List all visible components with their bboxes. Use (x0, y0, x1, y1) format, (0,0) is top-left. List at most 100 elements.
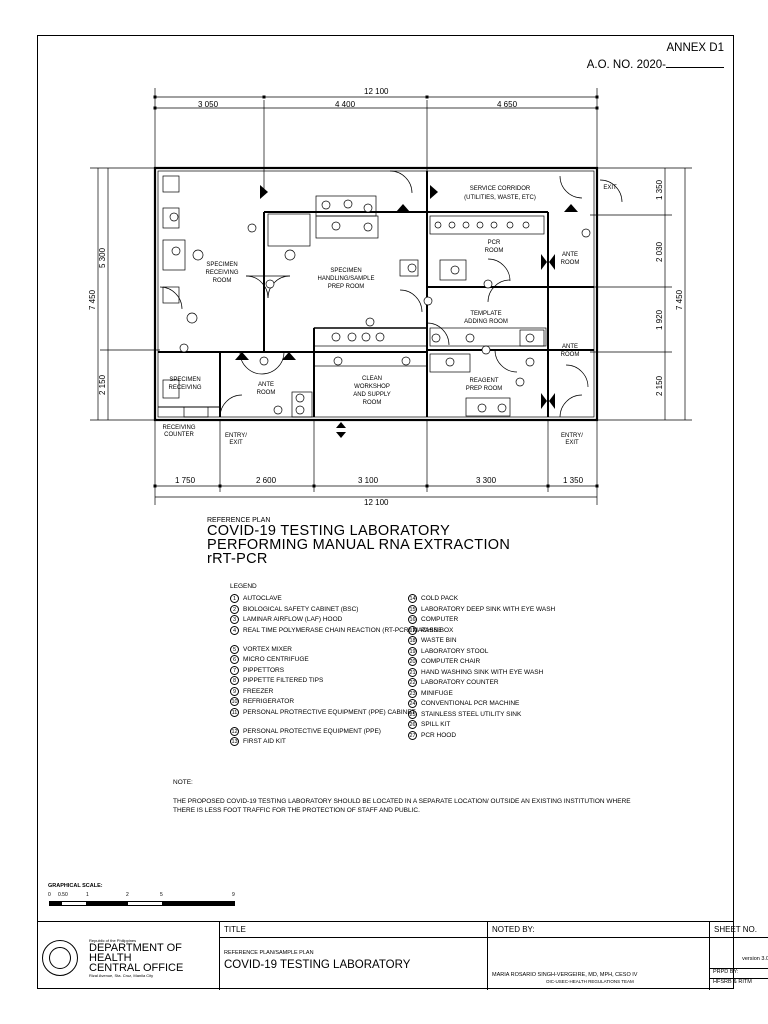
top-total-dim: 12 100 (364, 87, 389, 96)
legend-text: CONVENTIONAL PCR MACHINE (421, 700, 520, 707)
equipment-symbols (169, 199, 591, 415)
legend-symbol-icon: 14 (408, 594, 417, 603)
template-adding-l1: TEMPLATE (470, 311, 501, 317)
legend-text: REAL TIME POLYMERASE CHAIN REACTION (RT-… (243, 626, 443, 634)
legend-text: SPILL KIT (421, 721, 451, 728)
annex-header: ANNEX D1 A.O. NO. 2020- (587, 40, 724, 74)
legend-symbol-icon: 4 (230, 625, 239, 635)
legend-symbol-icon: 18 (408, 636, 417, 645)
legend-item: 15 LABORATORY DEEP SINK WITH EYE WASH (408, 604, 556, 614)
ante-room-1-l1: ANTE (562, 252, 578, 258)
spec-handling-l3: PREP ROOM (328, 284, 365, 290)
exit-label: EXIT (603, 185, 617, 191)
prepared-by-value: HFSRB & RITM (710, 978, 768, 990)
legend-text: PIPPETTE FILTERED TIPS (243, 677, 324, 684)
top-dim-2: 4 400 (335, 100, 356, 109)
ante-room-2-l2: ROOM (561, 352, 580, 358)
legend-item: 25 STAINLESS STEEL UTILITY SINK (408, 709, 522, 719)
legend-item: 19 LABORATORY STOOL (408, 646, 489, 656)
legend-item: 4 REAL TIME POLYMERASE CHAIN REACTION (RT… (230, 625, 443, 635)
right-dim-3: 1 920 (655, 309, 664, 330)
clean-workshop-l4: ROOM (363, 400, 382, 406)
legend-symbol-icon: 11 (230, 707, 239, 717)
legend-text: LAMINAR AIRFLOW (LAF) HOOD (243, 616, 343, 623)
legend-symbol-icon: 17 (408, 625, 417, 635)
dept-line3: CENTRAL OFFICE (89, 962, 184, 974)
legend-text: COLD PACK (421, 595, 459, 602)
legend-text: LABORATORY STOOL (421, 647, 489, 655)
clean-workshop-l3: AND SUPPLY (353, 392, 391, 398)
scale-tick-2: 1 (86, 892, 89, 898)
legend-text: PCR HOOD (421, 731, 457, 739)
spec-handling-l1: SPECIMEN (330, 268, 361, 274)
legend-symbol-icon: 21 (408, 667, 417, 677)
legend-symbol-icon: 23 (408, 688, 417, 698)
pcr-room-l2: ROOM (485, 248, 504, 254)
service-corridor-l1: SERVICE CORRIDOR (470, 186, 531, 192)
department-cell: Republic of the Philippines DEPARTMENT O… (37, 922, 219, 990)
legend-symbol-icon: 2 (230, 604, 239, 614)
doors (159, 170, 623, 418)
legend-symbol-icon: 27 (408, 730, 417, 740)
bottom-total-dim: 12 100 (364, 498, 389, 507)
plan-title-line2: PERFORMING MANUAL RNA EXTRACTION (207, 537, 511, 553)
legend-text: BIOLOGICAL SAFETY CABINET (BSC) (243, 605, 359, 613)
scale-tick-4: 5 (160, 892, 163, 898)
legend-item: 27 PCR HOOD (408, 730, 457, 740)
legend-text: STAINLESS STEEL UTILITY SINK (421, 710, 522, 718)
sheet-no-header: SHEET NO. (710, 922, 768, 938)
legend-text: LABORATORY DEEP SINK WITH EYE WASH (421, 605, 556, 613)
right-dim-4: 2 150 (655, 375, 664, 396)
legend-header: LEGEND (230, 583, 257, 590)
ao-number: A.O. NO. 2020- (586, 59, 666, 71)
clean-workshop-l2: WORKSHOP (354, 384, 390, 390)
clean-workshop-l1: CLEAN (362, 376, 382, 382)
version-label: version 3.0 (742, 956, 768, 962)
title-big: COVID-19 TESTING LABORATORY (224, 959, 411, 971)
right-total-dim: 7 450 (675, 289, 684, 310)
walls (153, 166, 599, 422)
dept-line1: DEPARTMENT OF (89, 942, 182, 954)
bottom-dim-4: 3 300 (476, 476, 497, 485)
legend-text: FREEZER (243, 687, 274, 695)
sheet-cell: SHEET NO. version 3.0 PRPD BY: HFSRB & R… (709, 922, 768, 990)
legend-text: FIRST AID KIT (243, 738, 286, 745)
legend-text: PERSONAL PROTECTIVE EQUIPMENT (PPE) (243, 727, 381, 735)
spec-receiving-l1: SPECIMEN (169, 377, 200, 383)
bottom-dim-3: 3 100 (358, 476, 379, 485)
left-dim-2: 2 150 (98, 374, 107, 395)
right-dim-1: 1 350 (655, 179, 664, 200)
legend-item: 2 BIOLOGICAL SAFETY CABINET (BSC) (230, 604, 359, 614)
legend-symbol-icon: 12 (230, 726, 239, 736)
spec-recv-room-l3: ROOM (213, 278, 232, 284)
legend-symbol-icon: 10 (230, 697, 239, 706)
legend-symbol-icon: 22 (408, 678, 417, 687)
annex-label: ANNEX D1 (666, 42, 724, 54)
entry-exit-2-l1: ENTRY/ (561, 433, 583, 439)
pcr-room-l1: PCR (488, 240, 501, 246)
legend-symbol-icon: 9 (230, 686, 239, 696)
legend-text: PASS BOX (421, 626, 454, 634)
bottom-dim-5: 1 350 (563, 476, 584, 485)
scale-tick-0: 0 (48, 892, 51, 898)
receiving-counter-l2: COUNTER (164, 432, 194, 438)
scale-tick-3: 2 (126, 892, 129, 898)
legend-symbol-icon: 19 (408, 646, 417, 656)
drawing-frame (37, 35, 734, 989)
legend-symbol-icon: 25 (408, 709, 417, 719)
ante-room-3-l2: ROOM (257, 390, 276, 396)
legend-symbol-icon: 15 (408, 604, 417, 614)
entry-exit-1-l2: EXIT (229, 440, 243, 446)
noted-by-office: OIC-USEC-HEALTH REGULATIONS TEAM (546, 979, 634, 984)
